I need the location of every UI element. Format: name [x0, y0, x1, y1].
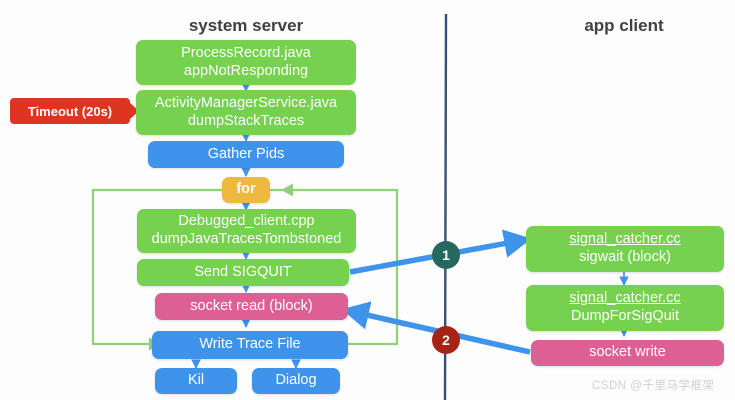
- node-line-1: Kil: [187, 372, 205, 389]
- node-line-1: ActivityManagerService.java: [154, 94, 338, 111]
- node-line-1: Gather Pids: [207, 145, 285, 162]
- step-marker-2: 2: [432, 326, 460, 354]
- node-line-1: signal_catcher.cc: [569, 290, 681, 307]
- column-title-system-server: system server: [188, 16, 304, 35]
- node-line-1: ProcessRecord.java: [181, 44, 311, 61]
- node-dialog[interactable]: Dialog: [252, 368, 340, 394]
- node-line-2: sigwait (block): [579, 249, 671, 265]
- node-line-1: Debugged_client.cpp: [178, 213, 315, 230]
- node-signal-catcher-dumpforsigquit[interactable]: signal_catcher.cc DumpForSigQuit: [526, 285, 724, 331]
- node-line-1: socket read (block): [190, 297, 313, 314]
- node-line-1: socket write: [589, 344, 666, 361]
- column-title-app-client: app client: [584, 16, 664, 35]
- node-process-record[interactable]: ProcessRecord.java appNotResponding: [136, 40, 356, 85]
- node-line-2: dumpStackTraces: [187, 112, 305, 129]
- node-send-sigquit[interactable]: Send SIGQUIT: [137, 259, 349, 286]
- step-marker-1-label: 1: [442, 247, 450, 263]
- watermark: CSDN @千里马学框架: [592, 380, 715, 392]
- node-socket-write[interactable]: socket write: [531, 340, 724, 366]
- node-signal-catcher-sigwait[interactable]: signal_catcher.cc sigwait (block): [526, 226, 724, 272]
- node-line-1: Write Trace File: [199, 336, 301, 353]
- node-write-trace-file[interactable]: Write Trace File: [152, 331, 348, 359]
- step-marker-2-label: 2: [442, 332, 450, 348]
- timeout-label: Timeout (20s): [27, 103, 113, 119]
- step-marker-1: 1: [432, 241, 460, 269]
- node-line-1: Send SIGQUIT: [194, 263, 292, 280]
- timeout-callout: Timeout (20s): [10, 98, 130, 124]
- node-line-2: dumpJavaTracesTombstoned: [151, 231, 342, 247]
- node-line-1: Dialog: [275, 372, 317, 389]
- node-debuggerd-client[interactable]: Debugged_client.cpp dumpJavaTracesTombst…: [137, 209, 356, 253]
- node-gather-pids[interactable]: Gather Pids: [148, 141, 344, 168]
- node-for-loop[interactable]: for: [222, 177, 270, 203]
- node-line-2: appNotResponding: [183, 62, 309, 79]
- node-kill[interactable]: Kil: [155, 368, 237, 394]
- node-activity-manager-service[interactable]: ActivityManagerService.java dumpStackTra…: [136, 90, 356, 135]
- node-line-1: for: [236, 181, 256, 198]
- node-line-2: DumpForSigQuit: [571, 308, 679, 324]
- node-socket-read[interactable]: socket read (block): [155, 293, 348, 320]
- node-line-1: signal_catcher.cc: [569, 231, 681, 248]
